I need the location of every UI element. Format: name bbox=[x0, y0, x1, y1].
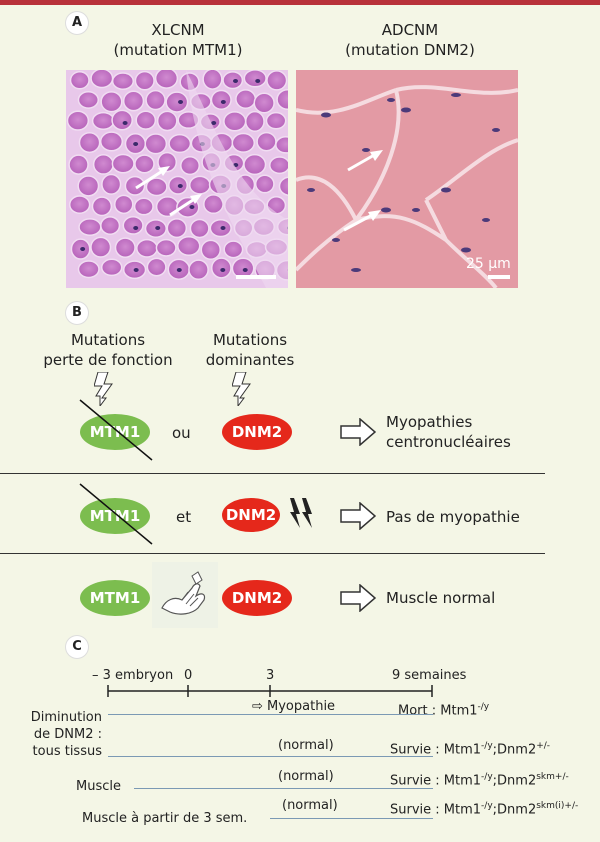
result-label: Muscle normal bbox=[386, 588, 495, 608]
timeline-bar bbox=[108, 714, 433, 715]
lightning-icon bbox=[232, 372, 251, 406]
row-label: Muscle à partir de 3 sem. bbox=[82, 811, 248, 826]
row-separator bbox=[0, 553, 545, 554]
normal-label: (normal) bbox=[278, 738, 334, 753]
result-label: Pas de myopathie bbox=[386, 507, 520, 527]
mtm1-oval: MTM1 bbox=[80, 580, 150, 616]
tick-label: 0 bbox=[184, 668, 193, 683]
scale-bar-label: 25 µm bbox=[466, 256, 511, 272]
micrograph-adcnm: 25 µm bbox=[296, 70, 518, 288]
conjunction-and: et bbox=[176, 508, 192, 526]
outcome-label: Survie : Mtm1-/y;Dnm2skm+/- bbox=[390, 772, 569, 789]
handshake-icon bbox=[152, 562, 218, 628]
result-label: Myopathies centronucléaires bbox=[386, 412, 511, 452]
panel-c-badge: C bbox=[66, 636, 88, 658]
outcome-label: Survie : Mtm1-/y;Dnm2skm(i)+/- bbox=[390, 801, 579, 818]
caption-line: ADCNM bbox=[381, 21, 439, 39]
lightning-icon bbox=[94, 372, 113, 406]
dnm2-oval: DNM2 bbox=[222, 580, 292, 616]
crossed-out-mark bbox=[79, 483, 153, 545]
caption-line: (mutation MTM1) bbox=[113, 41, 243, 59]
arrow-right-icon bbox=[340, 502, 376, 530]
normal-label: (normal) bbox=[282, 798, 338, 813]
row-separator bbox=[0, 473, 545, 474]
panel-a-badge: A bbox=[66, 12, 88, 34]
tick-label: 3 bbox=[266, 668, 275, 683]
panel-b-badge: B bbox=[66, 302, 88, 324]
row-label: Diminution de DNM2 : tous tissus bbox=[30, 710, 102, 759]
panel-a-left-caption: XLCNM (mutation MTM1) bbox=[78, 20, 278, 60]
caption-line: (mutation DNM2) bbox=[345, 41, 475, 59]
caption-line: XLCNM bbox=[151, 21, 205, 39]
arrow-right-icon bbox=[340, 584, 376, 612]
tick-label: – 3 embryon bbox=[92, 668, 174, 683]
result-line: Muscle normal bbox=[386, 589, 496, 607]
caption-line: dominantes bbox=[205, 351, 295, 369]
timeline-bar bbox=[134, 788, 433, 789]
micrograph-xlcnm bbox=[66, 70, 288, 288]
panel-a-right-caption: ADCNM (mutation DNM2) bbox=[300, 20, 520, 60]
normal-label: (normal) bbox=[278, 769, 334, 784]
crossed-out-mark bbox=[79, 399, 153, 461]
tick-label: 9 semaines bbox=[392, 668, 467, 683]
outcome-label: Mort : Mtm1-/y bbox=[398, 702, 490, 719]
dnm2-oval: DNM2 bbox=[222, 414, 292, 450]
timeline-bar bbox=[270, 818, 433, 819]
mtm1-oval: MTM1 bbox=[80, 414, 150, 450]
caption-line: Mutations bbox=[212, 331, 288, 349]
outcome-label: Survie : Mtm1-/y;Dnm2+/- bbox=[390, 741, 551, 758]
dnm2-oval: DNM2 bbox=[222, 498, 280, 532]
top-accent-bar bbox=[0, 0, 600, 5]
timeline-bar bbox=[108, 756, 433, 757]
lightning-icon bbox=[282, 498, 312, 528]
arrow-right-icon bbox=[340, 418, 376, 446]
row-label: Muscle bbox=[76, 779, 121, 794]
caption-line: perte de fonction bbox=[43, 351, 173, 369]
mtm1-oval: MTM1 bbox=[80, 498, 150, 534]
conjunction-or: ou bbox=[172, 424, 191, 442]
caption-line: Mutations bbox=[70, 331, 146, 349]
result-line: centronucléaires bbox=[386, 433, 511, 451]
myopathy-onset: ⇨ Myopathie bbox=[252, 699, 336, 714]
result-line: Pas de myopathie bbox=[386, 508, 520, 526]
dominant-mutations-label: Mutations dominantes bbox=[190, 330, 310, 370]
timeline-axis bbox=[107, 685, 433, 697]
loss-of-function-label: Mutations perte de fonction bbox=[28, 330, 188, 370]
result-line: Myopathies bbox=[386, 413, 473, 431]
